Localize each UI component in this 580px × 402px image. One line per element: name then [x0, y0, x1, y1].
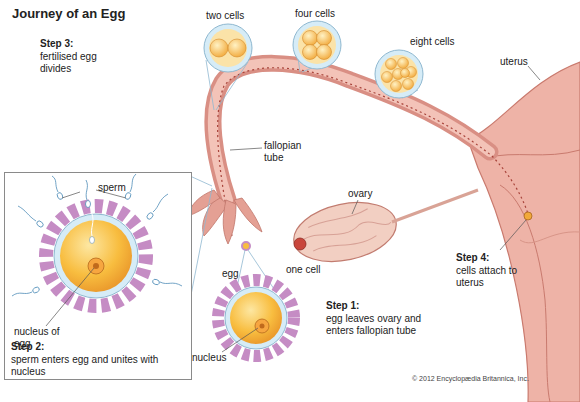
part-name: ovary [348, 188, 388, 200]
zoom-lines [190, 58, 418, 300]
ovary-ligament [392, 190, 478, 222]
step-text: fertilised egg divides [40, 51, 120, 75]
uterus-shape [468, 62, 580, 402]
part-name: nucleus of egg [14, 326, 74, 350]
part-name: nucleus [192, 352, 237, 364]
part-name: egg [222, 268, 252, 280]
inset-background [4, 172, 192, 380]
uterus-wall [520, 232, 580, 243]
fertilisation-egg [46, 206, 146, 326]
step-heading: Step 2: [11, 341, 183, 353]
stage-label: four cells [295, 8, 355, 20]
step-text: egg leaves ovary and enters fallopian tu… [326, 313, 438, 337]
stage-label: two cells [206, 10, 266, 22]
implanted-cells [524, 212, 532, 220]
fallopian-tube [213, 63, 490, 200]
leader-line [528, 66, 540, 80]
stage-label: eight cells [410, 36, 470, 48]
inset-box: Step 2:sperm enters egg and unites with … [4, 172, 192, 380]
ovary-follicle [294, 238, 306, 250]
step-heading: Step 1: [326, 300, 386, 312]
step-heading: Step 3: [40, 38, 120, 50]
eight-cell-zoom [375, 50, 423, 98]
diagram-title: Journey of an Egg [12, 6, 125, 21]
part-name: uterus [500, 56, 550, 68]
sperm-cells [12, 174, 182, 296]
part-name: sperm [98, 182, 138, 194]
stage-label: one cell [286, 264, 336, 276]
step-text: sperm enters egg and unites with nucleus [11, 354, 183, 378]
leader-line [500, 220, 526, 250]
leader-line [352, 200, 358, 214]
small-egg [242, 242, 250, 250]
part-name: fallopian tube [264, 140, 309, 164]
four-cell-zoom [293, 21, 341, 69]
ovary-shape [288, 194, 401, 270]
two-cell-zoom [204, 24, 252, 72]
step-text: cells attach to uterus [456, 265, 526, 289]
copyright-note: © 2012 Encyclopædia Britannica, Inc. [412, 374, 578, 383]
fallopian-tube-inner [213, 63, 490, 200]
one-cell-egg [218, 280, 294, 356]
leader-line [230, 148, 262, 150]
fimbriae [188, 190, 262, 244]
step-heading: Step 4: [456, 252, 516, 264]
